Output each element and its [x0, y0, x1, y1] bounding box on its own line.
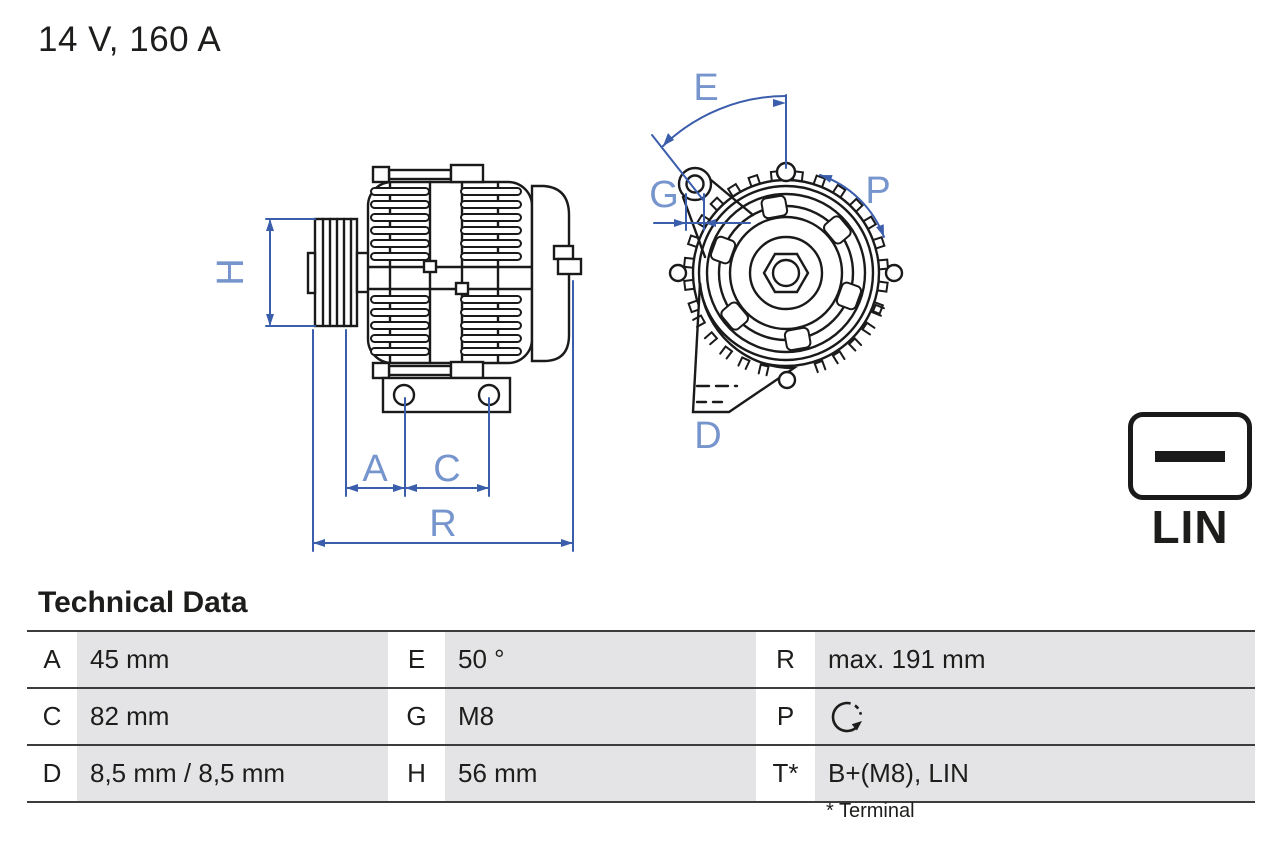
table-row: C 82 mm G M8 P — [27, 689, 1255, 746]
lug-hole — [685, 174, 705, 194]
dim-label-a: A — [362, 448, 388, 490]
cooling-fins — [370, 187, 522, 356]
dim-label-r: R — [429, 503, 456, 545]
spec-value: 56 mm — [445, 746, 756, 801]
technical-drawing: H A C R E G P D — [210, 67, 904, 552]
dim-label-e: E — [693, 67, 718, 109]
dim-label-g: G — [649, 174, 679, 216]
b-plus-terminal — [552, 244, 575, 261]
technical-data-table: A 45 mm E 50 ° R max. 191 mm C 82 mm G M… — [27, 630, 1255, 803]
lin-connector-icon — [1128, 412, 1252, 500]
spec-key: A — [27, 632, 77, 687]
table-row: A 45 mm E 50 ° R max. 191 mm — [27, 632, 1255, 689]
dimension-lines — [265, 94, 885, 552]
fan-slots — [709, 194, 863, 352]
technical-data-heading: Technical Data — [38, 586, 248, 619]
page-title: 14 V, 160 A — [38, 20, 222, 59]
spec-value: 8,5 mm / 8,5 mm — [77, 746, 388, 801]
lower-bracket — [691, 282, 798, 414]
ear-left — [668, 263, 688, 283]
spec-value: max. 191 mm — [815, 632, 1255, 687]
rotation-clockwise-icon — [831, 701, 863, 732]
ear-right — [884, 263, 904, 283]
spec-key: T* — [756, 746, 815, 801]
dim-label-c: C — [433, 448, 460, 490]
spec-value-rotation — [815, 689, 1255, 744]
spec-key: R — [756, 632, 815, 687]
dim-label-h: H — [210, 258, 252, 285]
dim-label-d: D — [694, 415, 721, 457]
rear-cover — [530, 184, 571, 363]
spec-value: M8 — [445, 689, 756, 744]
alternator-side-view — [306, 163, 583, 414]
spec-key: P — [756, 689, 815, 744]
table-row: D 8,5 mm / 8,5 mm H 56 mm T* B+(M8), LIN — [27, 746, 1255, 803]
spec-key: C — [27, 689, 77, 744]
terminal-footnote: * Terminal — [826, 800, 915, 822]
spec-key: G — [388, 689, 445, 744]
spec-key: D — [27, 746, 77, 801]
spec-key: H — [388, 746, 445, 801]
spec-value: 82 mm — [77, 689, 388, 744]
lin-connector-pin — [1155, 450, 1225, 462]
terminal-block — [556, 257, 583, 276]
lin-label: LIN — [1151, 501, 1229, 553]
spec-value: 45 mm — [77, 632, 388, 687]
alternator-front-view — [668, 161, 904, 414]
dim-label-p: P — [865, 170, 890, 212]
spec-key: E — [388, 632, 445, 687]
spec-value: 50 ° — [445, 632, 756, 687]
vent-louvres — [692, 303, 885, 377]
ear-bottom — [777, 370, 797, 390]
spec-value: B+(M8), LIN — [815, 746, 1255, 801]
